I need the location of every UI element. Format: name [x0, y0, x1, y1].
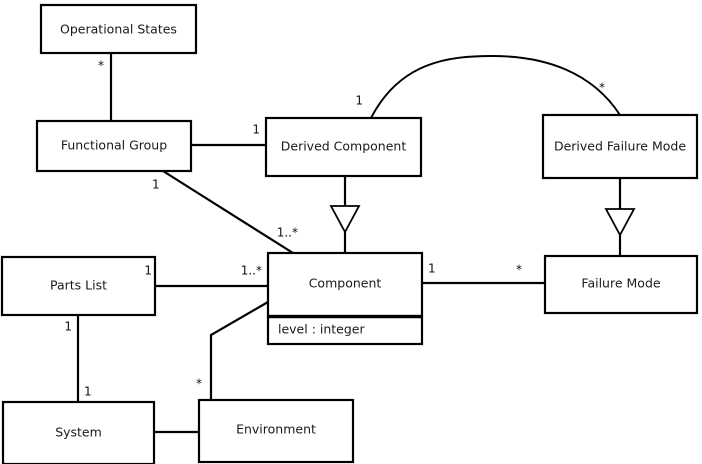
class-name-component: Component: [309, 276, 382, 291]
class-name-functional-group: Functional Group: [61, 138, 167, 153]
multiplicity-derived-failure-mode-arc-target: *: [599, 81, 605, 95]
class-box-environment[interactable]: Environment: [197, 398, 355, 464]
association-derived-component-derived-failure-mode: [370, 55, 621, 119]
class-rect-derived-failure-mode: [541, 113, 699, 180]
multiplicity-parts-list-component-target: 1..*: [241, 264, 262, 278]
class-name-operational-states: Operational States: [60, 22, 177, 37]
class-rect-component-attributes: [266, 314, 424, 346]
multiplicity-derived-component-arc-source: 1: [355, 94, 363, 108]
multiplicity-parts-list-system-target: 1: [84, 385, 92, 399]
class-box-system[interactable]: System: [1, 400, 156, 464]
multiplicity-functional-group-component-target: 1..*: [277, 226, 298, 240]
class-rect-failure-mode: [543, 254, 699, 315]
multiplicity-component-environment: *: [196, 377, 202, 391]
class-rect-derived-component: [264, 116, 423, 178]
class-box-component[interactable]: Component level : integer: [266, 251, 424, 346]
class-box-failure-mode[interactable]: Failure Mode: [543, 254, 699, 315]
multiplicity-operational-states-functional-group: *: [98, 59, 104, 73]
multiplicity-parts-list-component-source: 1: [144, 264, 152, 278]
class-rect-functional-group: [35, 119, 193, 173]
class-name-environment: Environment: [236, 422, 316, 437]
generalization-triangle-derived-failure-mode: [604, 208, 636, 237]
class-box-derived-failure-mode[interactable]: Derived Failure Mode: [541, 113, 699, 180]
multiplicity-component-failure-mode-source: 1: [428, 262, 436, 276]
class-attribute-component-level: level : integer: [278, 322, 365, 337]
class-rect-parts-list: [0, 255, 157, 317]
class-rect-operational-states: [39, 3, 198, 55]
class-name-system: System: [55, 425, 102, 440]
multiplicity-component-failure-mode-target: *: [516, 263, 522, 277]
class-rect-system: [1, 400, 156, 464]
association-functional-group-component: [162, 170, 294, 254]
association-component-environment: [209, 301, 269, 400]
multiplicity-parts-list-system-source: 1: [64, 320, 72, 334]
class-box-functional-group[interactable]: Functional Group: [35, 119, 193, 173]
class-name-derived-failure-mode: Derived Failure Mode: [554, 139, 686, 154]
class-name-derived-component: Derived Component: [281, 139, 407, 154]
class-box-derived-component[interactable]: Derived Component: [264, 116, 423, 178]
class-box-parts-list[interactable]: Parts List: [0, 255, 157, 317]
class-rect-component: [266, 251, 424, 318]
class-rect-environment: [197, 398, 355, 464]
class-name-failure-mode: Failure Mode: [581, 276, 660, 291]
generalization-triangle-derived-component: [329, 205, 361, 234]
class-name-parts-list: Parts List: [50, 278, 107, 293]
multiplicity-functional-group-derived-component: 1: [252, 123, 260, 137]
multiplicity-functional-group-component-source: 1: [152, 178, 160, 192]
class-box-operational-states[interactable]: Operational States: [39, 3, 198, 55]
